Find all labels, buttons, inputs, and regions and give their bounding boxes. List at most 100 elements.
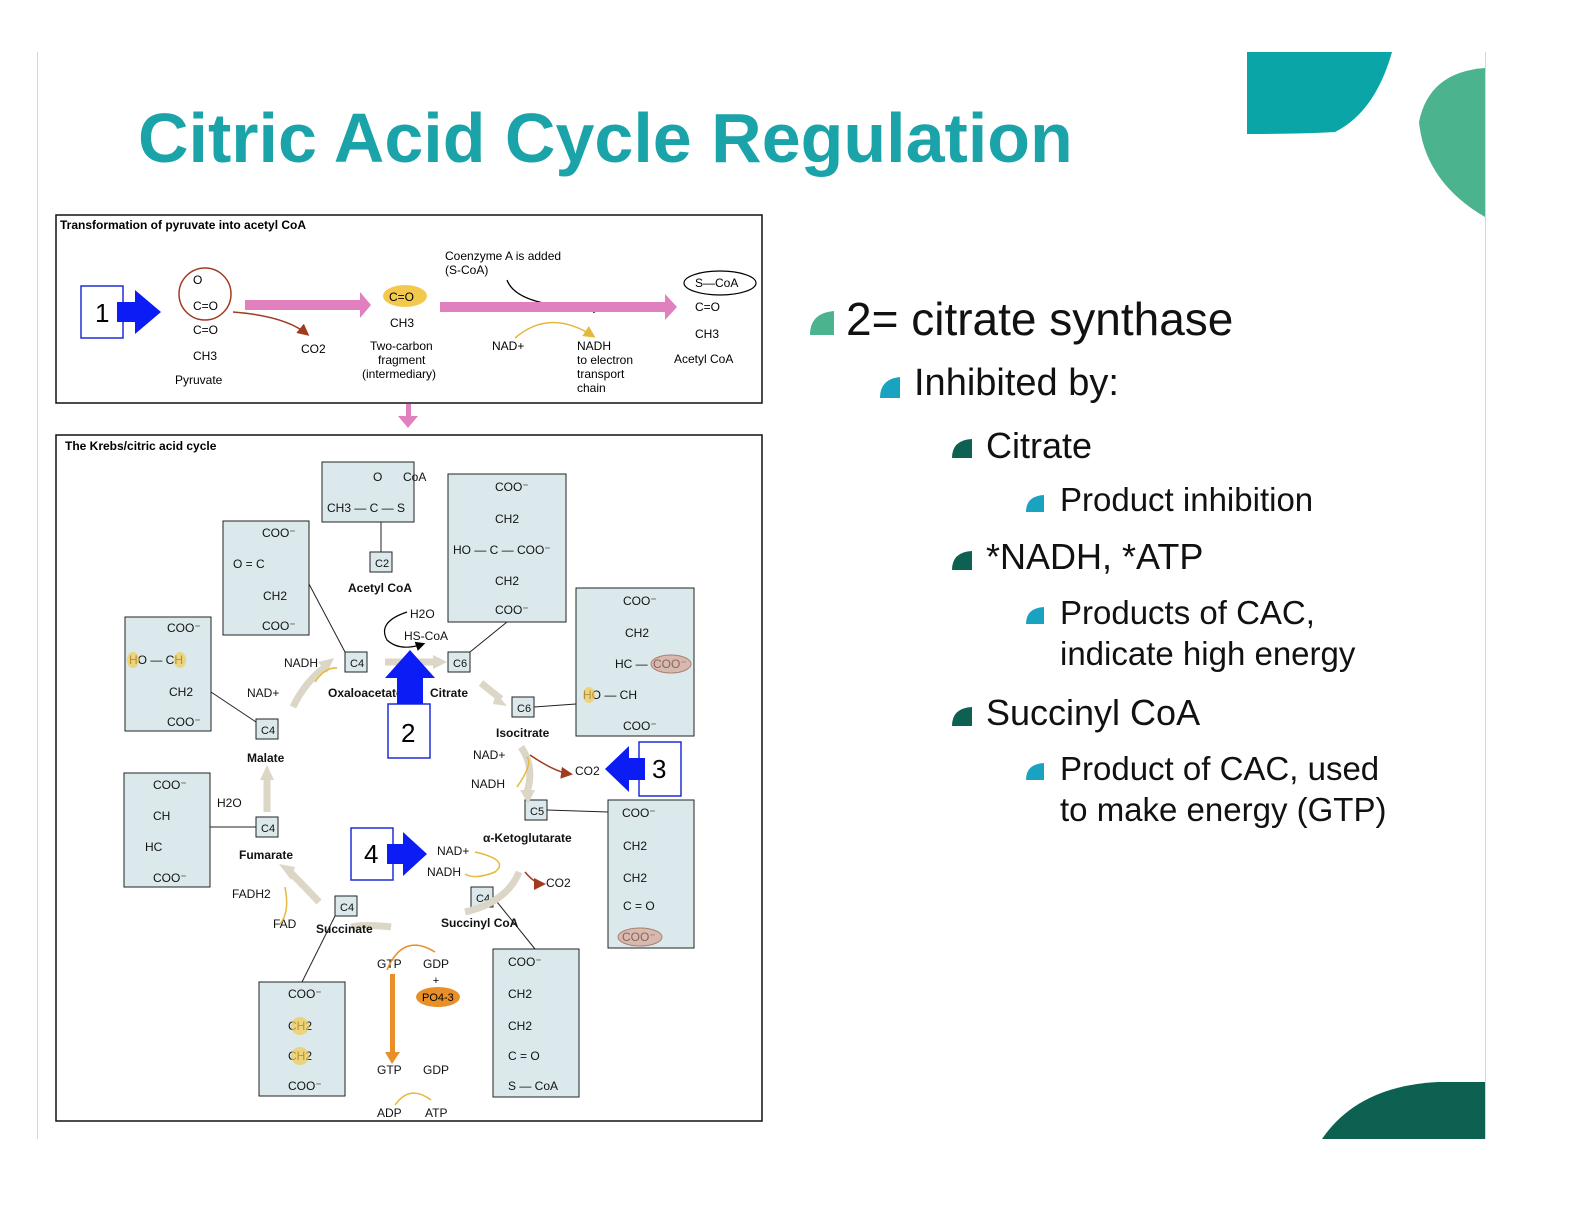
- acetyl-structure: [321, 461, 415, 523]
- bullet-leaf-icon: [880, 377, 900, 398]
- bullet-leaf-icon: [810, 311, 834, 335]
- marker-1-label: 1: [95, 298, 109, 328]
- svg-text:NAD+: NAD+: [492, 339, 524, 353]
- svg-text:FAD: FAD: [273, 917, 297, 931]
- fumarate-label: Fumarate: [239, 848, 293, 862]
- svg-text:NADH: NADH: [427, 865, 461, 879]
- marker-1: 1: [80, 285, 161, 339]
- svg-text:CH2: CH2: [495, 574, 519, 588]
- svg-text:COO⁻: COO⁻: [623, 594, 657, 608]
- svg-text:COO⁻: COO⁻: [153, 778, 187, 792]
- svg-text:H2O: H2O: [410, 607, 435, 621]
- svg-text:C4: C4: [261, 725, 275, 737]
- svg-text:C4: C4: [340, 902, 354, 914]
- bullet-leaf-icon: [952, 551, 972, 570]
- oxaloacetate-label: Oxaloacetate: [328, 686, 403, 700]
- citrate-label: Citrate: [430, 686, 468, 700]
- svg-text:ATP: ATP: [425, 1106, 447, 1120]
- akg-label: α-Ketoglutarate: [483, 831, 572, 845]
- svg-text:C2: C2: [375, 558, 389, 570]
- bullet-products-line1: Products of CAC,: [1060, 594, 1315, 631]
- acetyl-coa-top-label: Acetyl CoA: [674, 352, 733, 366]
- top-right-decoration: [1247, 52, 1485, 217]
- pink-arrow-2: [440, 302, 665, 312]
- svg-text:GDP: GDP: [423, 957, 449, 971]
- svg-text:HC —: HC —: [615, 657, 648, 671]
- bullet-leaf-icon: [1026, 763, 1044, 780]
- svg-text:NAD+: NAD+: [473, 748, 505, 762]
- svg-text:COO⁻: COO⁻: [167, 621, 201, 635]
- bullet-products-line2: indicate high energy: [1060, 635, 1356, 672]
- svg-text:O: O: [373, 470, 382, 484]
- bullet-citrate: Citrate: [986, 425, 1093, 466]
- svg-text:HO — CH: HO — CH: [583, 688, 637, 702]
- bullet-l1: 2= citrate synthase: [846, 293, 1234, 345]
- isocitrate-label: Isocitrate: [496, 726, 550, 740]
- marker-4-label: 4: [364, 839, 378, 869]
- svg-text:HS-CoA: HS-CoA: [404, 629, 448, 643]
- svg-text:S—CoA: S—CoA: [695, 276, 738, 290]
- svg-text:COO⁻: COO⁻: [288, 1079, 322, 1093]
- succinyl-coa-label: Succinyl CoA: [441, 916, 519, 930]
- svg-text:GDP: GDP: [423, 1063, 449, 1077]
- svg-text:COO⁻: COO⁻: [495, 603, 529, 617]
- svg-text:S — CoA: S — CoA: [508, 1079, 558, 1093]
- svg-text:ADP: ADP: [377, 1106, 402, 1120]
- svg-text:(intermediary): (intermediary): [362, 367, 436, 381]
- malate-structure: [124, 616, 212, 732]
- fumarate-structure: [123, 772, 211, 888]
- svg-text:O: O: [193, 273, 202, 287]
- svg-text:CH2: CH2: [263, 589, 287, 603]
- svg-text:COO⁻: COO⁻: [495, 480, 529, 494]
- svg-text:NADH: NADH: [577, 339, 611, 353]
- svg-text:Coenzyme A is added: Coenzyme A is added: [445, 249, 561, 263]
- svg-text:CH3: CH3: [193, 349, 217, 363]
- svg-text:H2O: H2O: [217, 796, 242, 810]
- svg-text:to electron: to electron: [577, 353, 633, 367]
- svg-text:C4: C4: [261, 823, 275, 835]
- cycle-panel-title: The Krebs/citric acid cycle: [65, 439, 217, 453]
- marker-2-label: 2: [401, 718, 415, 748]
- diagram-svg: Transformation of pyruvate into acetyl C…: [55, 214, 763, 1122]
- svg-text:COO⁻: COO⁻: [508, 955, 542, 969]
- svg-text:CH2: CH2: [623, 871, 647, 885]
- svg-text:C = O: C = O: [508, 1049, 540, 1063]
- pyruvate-circle: [178, 267, 232, 321]
- svg-text:fragment: fragment: [378, 353, 426, 367]
- svg-text:HO — CH: HO — CH: [129, 653, 183, 667]
- svg-text:CH2: CH2: [169, 685, 193, 699]
- svg-text:NADH: NADH: [471, 777, 505, 791]
- slide-title: Citric Acid Cycle Regulation: [138, 99, 1073, 177]
- svg-text:COO⁻: COO⁻: [623, 719, 657, 733]
- bullet-succ-line2: to make energy (GTP): [1060, 791, 1387, 828]
- svg-text:CH2: CH2: [625, 626, 649, 640]
- bullet-leaf-icon: [952, 707, 972, 726]
- svg-text:CH2: CH2: [508, 987, 532, 1001]
- svg-text:C=O: C=O: [193, 323, 218, 337]
- succinyl-structure: [492, 948, 580, 1098]
- svg-text:C6: C6: [453, 658, 467, 670]
- svg-text:C=O: C=O: [695, 300, 720, 314]
- acetyl-coa-label: Acetyl CoA: [348, 581, 412, 595]
- citrate-structure: [447, 473, 567, 623]
- svg-text:COO⁻: COO⁻: [153, 871, 187, 885]
- bullet-list: 2= citrate synthase Inhibited by: Citrat…: [38, 52, 1485, 1139]
- svg-text:COO⁻: COO⁻: [167, 715, 201, 729]
- svg-text:CH: CH: [153, 809, 170, 823]
- svg-text:COO⁻: COO⁻: [262, 619, 296, 633]
- pink-arrow-1: [245, 300, 360, 310]
- succinate-label: Succinate: [316, 922, 373, 936]
- svg-text:C=O: C=O: [389, 290, 414, 304]
- svg-text:C = O: C = O: [623, 899, 655, 913]
- svg-text:CH3: CH3: [695, 327, 719, 341]
- bullet-nadh-atp: *NADH, *ATP: [986, 536, 1204, 577]
- svg-text:O = C: O = C: [233, 557, 265, 571]
- akg-structure: [607, 799, 695, 949]
- svg-text:+: +: [433, 975, 439, 987]
- bullet-succinyl: Succinyl CoA: [986, 692, 1201, 733]
- marker-1-arrow: [117, 290, 161, 334]
- bullet-product-inhibition: Product inhibition: [1060, 481, 1314, 518]
- svg-text:C6: C6: [517, 703, 531, 715]
- svg-text:CoA: CoA: [403, 470, 426, 484]
- bullet-succ-line1: Product of CAC, used: [1060, 750, 1380, 787]
